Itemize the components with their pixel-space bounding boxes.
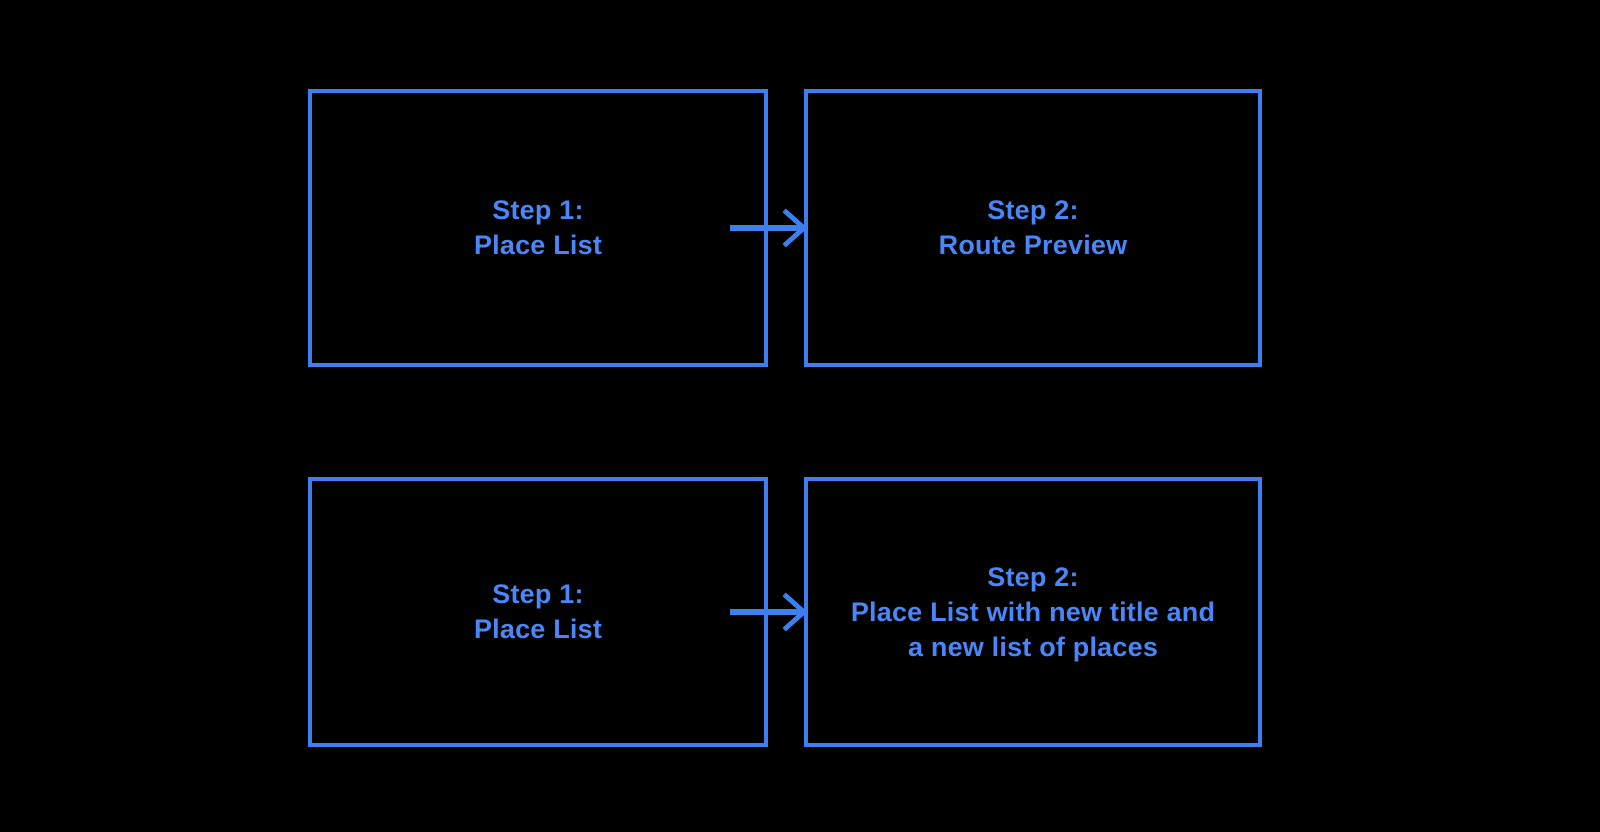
flow-row-2: Step 1: Place List Step 2: Place List wi… — [0, 477, 1600, 747]
step-node-row2-step1[interactable]: Step 1: Place List — [308, 477, 768, 747]
step-node-row1-step2[interactable]: Step 2: Route Preview — [804, 89, 1262, 367]
step-node-label: Step 1: Place List — [473, 195, 603, 260]
step-node-row2-step2[interactable]: Step 2: Place List with new title and a … — [804, 477, 1262, 747]
step-node-label: Step 2: Route Preview — [938, 195, 1128, 260]
step-node-row1-step1[interactable]: Step 1: Place List — [308, 89, 768, 367]
flow-row-1: Step 1: Place List Step 2: Route Preview — [0, 89, 1600, 367]
step-node-label: Step 1: Place List — [473, 579, 603, 644]
step-node-label: Step 2: Place List with new title and a … — [850, 561, 1216, 662]
